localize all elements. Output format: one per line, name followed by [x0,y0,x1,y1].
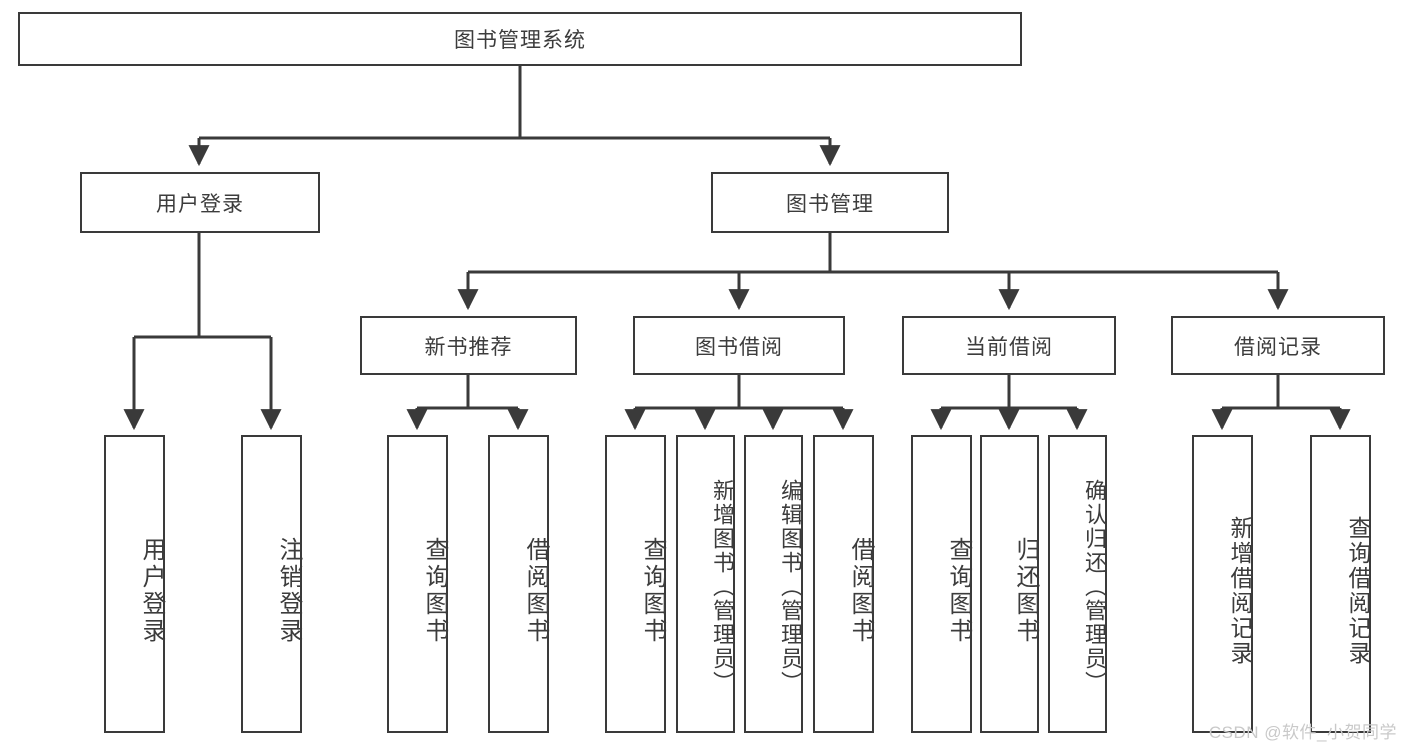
node-borrow-record[interactable]: 借阅记录 [1171,316,1385,375]
node-label: 查询图书 [421,537,448,645]
node-label: 用户登录 [156,192,244,216]
node-current-borrow[interactable]: 当前借阅 [902,316,1116,375]
leaf-edit-book-admin[interactable]: 编辑图书（管理员） [744,435,803,733]
node-label: 图书管理 [786,192,874,216]
leaf-query-borrow-record[interactable]: 查询借阅记录 [1310,435,1371,733]
node-label: 图书借阅 [695,335,783,359]
node-label: 图书管理系统 [454,29,586,52]
node-label: 查询图书 [639,537,666,645]
node-label: 新增图书（管理员） [710,479,735,695]
leaf-logout[interactable]: 注销登录 [241,435,302,733]
leaf-borrow-book-borrow[interactable]: 借阅图书 [813,435,874,733]
watermark-text: CSDN @软件_小贺同学 [1208,723,1397,742]
node-label: 当前借阅 [965,335,1053,359]
csdn-watermark: CSDN @软件_小贺同学 [1209,718,1397,743]
leaf-add-book-admin[interactable]: 新增图书（管理员） [676,435,735,733]
leaf-query-book-current[interactable]: 查询图书 [911,435,972,733]
leaf-user-login[interactable]: 用户登录 [104,435,165,733]
leaf-query-book-borrow[interactable]: 查询图书 [605,435,666,733]
node-user-login[interactable]: 用户登录 [80,172,320,233]
node-label: 用户登录 [138,537,165,645]
node-label: 新书推荐 [424,335,513,359]
leaf-return-book[interactable]: 归还图书 [980,435,1039,733]
node-label: 确认归还（管理员） [1082,479,1107,695]
node-label: 注销登录 [275,537,302,645]
leaf-add-borrow-record[interactable]: 新增借阅记录 [1192,435,1253,733]
node-label: 借阅图书 [847,537,874,645]
node-book-management[interactable]: 图书管理 [711,172,949,233]
leaf-query-book-recommend[interactable]: 查询图书 [387,435,448,733]
node-label: 借阅图书 [522,537,549,645]
node-label: 借阅记录 [1234,335,1322,359]
leaf-borrow-book-recommend[interactable]: 借阅图书 [488,435,549,733]
node-label: 查询图书 [945,537,972,645]
node-label: 归还图书 [1012,537,1039,645]
node-label: 编辑图书（管理员） [778,479,803,695]
node-new-book-recommend[interactable]: 新书推荐 [360,316,577,375]
leaf-confirm-return-admin[interactable]: 确认归还（管理员） [1048,435,1107,733]
node-label: 查询借阅记录 [1345,516,1371,666]
node-root-book-management-system[interactable]: 图书管理系统 [18,12,1022,66]
node-book-borrow[interactable]: 图书借阅 [633,316,845,375]
node-label: 新增借阅记录 [1227,516,1253,666]
